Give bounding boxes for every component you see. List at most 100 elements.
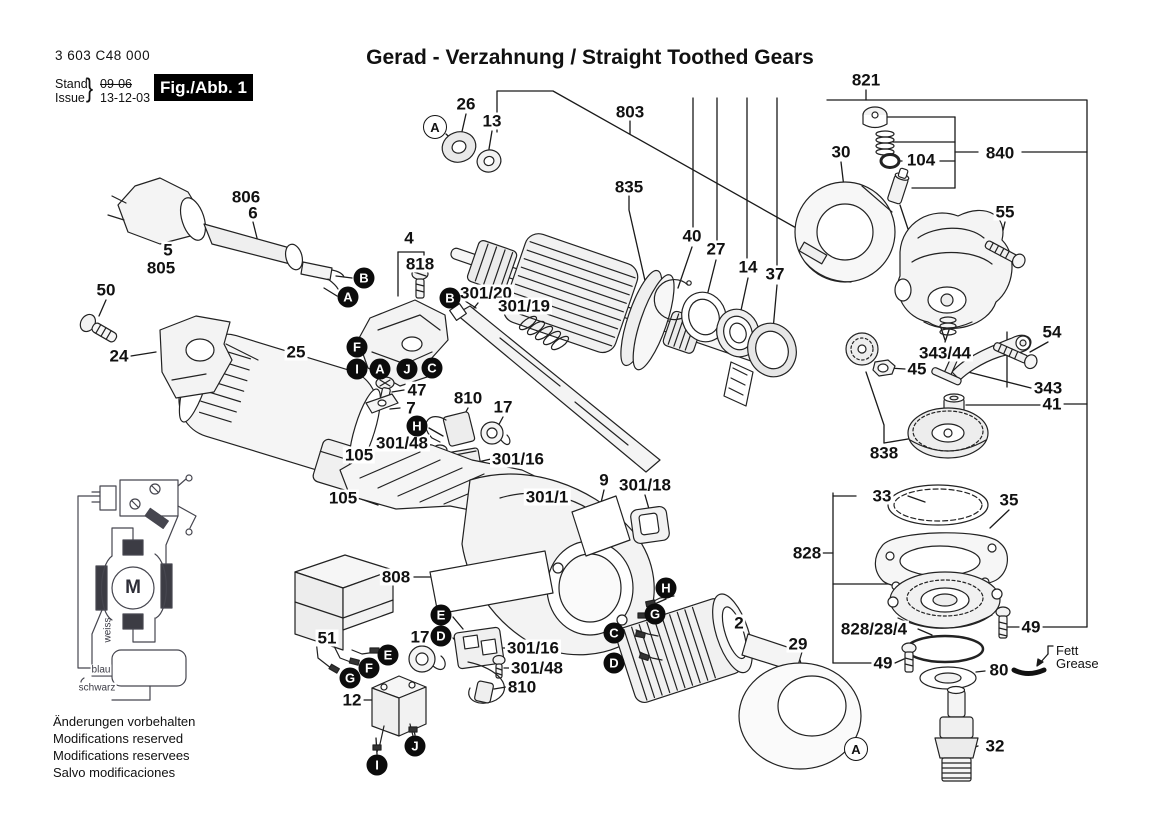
part-label-301-16: 301/16 [505, 638, 561, 658]
part-label-40: 40 [680, 226, 704, 246]
wire-label-weiss: weiss [102, 617, 114, 643]
part-label-840: 840 [983, 143, 1017, 163]
spring-301-19 [518, 315, 570, 351]
bearing-flange-828-28-4 [887, 571, 1003, 629]
page-title: Gerad - Verzahnung / Straight Toothed Ge… [366, 46, 814, 69]
callout-i-filled: I [346, 358, 368, 380]
stand-value: 09-06 [100, 77, 132, 91]
button-301-18 [630, 505, 670, 545]
part-label-9: 9 [597, 470, 611, 490]
part-label-17: 17 [491, 397, 515, 417]
part-label-50: 50 [94, 280, 118, 300]
footer-line-fr: Modifications reservees [53, 748, 190, 763]
part-label-343-44: 343/44 [917, 343, 973, 363]
footer-line-es: Salvo modificaciones [53, 765, 176, 780]
part-label-14: 14 [736, 257, 760, 277]
callout-b-filled: B [353, 267, 375, 289]
part-label-49: 49 [1019, 617, 1043, 637]
part-label-47: 47 [405, 380, 429, 400]
screw-54 [992, 342, 1038, 370]
window-9 [571, 495, 631, 557]
part-label-27: 27 [704, 239, 728, 259]
adjust-knob-45 [845, 332, 896, 377]
part-label-24: 24 [107, 346, 131, 366]
part-label-301-18: 301/18 [617, 475, 673, 495]
part-label-301-48: 301/48 [509, 658, 565, 678]
wire-label-schwarz: schwarz [77, 682, 117, 694]
part-label-51: 51 [315, 628, 339, 648]
grease-label-en: Grease [1056, 656, 1099, 671]
callout-h-filled: H [406, 415, 428, 437]
wheel-guard-30 [794, 181, 896, 283]
part-label-35: 35 [997, 490, 1021, 510]
document-number: 3 603 C48 000 [55, 48, 151, 63]
motor-symbol-label: M [125, 577, 141, 598]
part-label-301-16: 301/16 [490, 449, 546, 469]
callout-j-filled: J [404, 735, 426, 757]
wiring-schematic [77, 474, 197, 701]
part-label-105: 105 [326, 488, 360, 508]
part-label-54: 54 [1040, 322, 1064, 342]
brace-glyph: } [85, 73, 94, 103]
callout-c-filled: C [603, 622, 625, 644]
part-label-805: 805 [144, 258, 178, 278]
bracket-24 [159, 315, 259, 399]
part-label-12: 12 [340, 690, 364, 710]
screw-49-left [901, 642, 917, 673]
washer-17-top [480, 421, 511, 445]
callout-i-filled: I [366, 754, 388, 776]
washer-80 [919, 666, 977, 690]
part-label-104: 104 [904, 150, 938, 170]
footer-line-de: Änderungen vorbehalten [53, 714, 196, 729]
part-label-13: 13 [480, 111, 504, 131]
grease-label-de: Fett [1056, 643, 1079, 658]
part-label-835: 835 [612, 177, 646, 197]
part-label-301-48: 301/48 [374, 433, 430, 453]
figure-badge: Fig./Abb. 1 [154, 74, 253, 101]
legal-footer: Änderungen vorbehalten Modifications res… [53, 713, 195, 781]
sticker-808 [429, 550, 554, 615]
stand-issue-labels: Stand Issue [55, 77, 88, 105]
issue-label: Issue [55, 91, 85, 105]
part-label-5: 5 [161, 240, 175, 260]
callout-f-filled: F [346, 336, 368, 358]
part-label-806: 806 [229, 187, 263, 207]
callout-a-filled: A [369, 358, 391, 380]
gear-housing [894, 209, 1013, 329]
brush-holder-810-top [425, 411, 476, 447]
callout-a-filled: A [337, 286, 359, 308]
part-label-828-28-4: 828/28/4 [838, 619, 910, 639]
callout-a-outline: A [423, 115, 447, 139]
part-label-803: 803 [613, 102, 647, 122]
part-label-810: 810 [505, 677, 539, 697]
ring-37 [747, 322, 797, 378]
screw-49-right [995, 606, 1011, 639]
part-label-343: 343 [1031, 378, 1065, 398]
part-label-17: 17 [408, 627, 432, 647]
part-label-32: 32 [983, 736, 1007, 756]
wire-harness-810-bot [467, 645, 537, 704]
baffle-29 [738, 633, 862, 770]
callout-d-filled: D [603, 652, 625, 674]
part-label-29: 29 [786, 634, 810, 654]
part-label-41: 41 [1040, 394, 1064, 414]
part-label-80: 80 [987, 660, 1011, 680]
screw-50 [79, 313, 118, 343]
part-label-25: 25 [284, 342, 308, 362]
callout-d-filled: D [430, 625, 452, 647]
wave-ring-33 [887, 484, 989, 526]
screw-301-48-bot [492, 654, 506, 679]
part-label-818: 818 [403, 254, 437, 274]
stand-label: Stand [55, 77, 88, 91]
part-label-301-1: 301/1 [523, 487, 571, 507]
callout-g-filled: G [644, 603, 666, 625]
crown-gear-838 [907, 407, 989, 459]
part-label-49: 49 [871, 653, 895, 673]
bearing-13 [476, 149, 502, 173]
callout-h-filled: H [655, 577, 677, 599]
callout-j-filled: J [396, 358, 418, 380]
switch-301-16-bot [453, 626, 505, 670]
coupling-sleeve [723, 361, 754, 407]
